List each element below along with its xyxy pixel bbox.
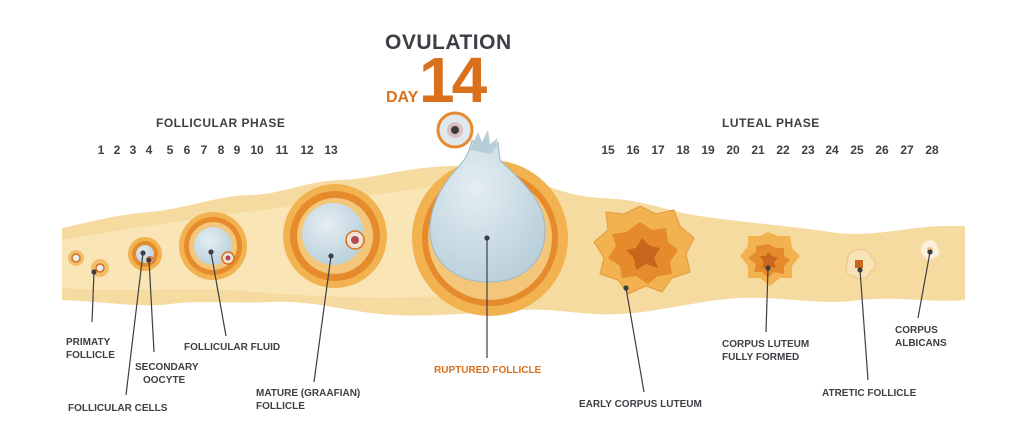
- ruptured-follicle: [412, 111, 568, 316]
- label-ruptured-follicle: RUPTURED FOLLICLE: [434, 365, 542, 376]
- day-word: DAY: [386, 89, 419, 106]
- label-corpus-luteum-formed: CORPUS LUTEUM FULLY FORMED: [722, 338, 809, 364]
- luteal-day-24: 24: [825, 143, 839, 157]
- follicular-day-7: 7: [200, 143, 208, 157]
- follicular-day-4: 4: [145, 143, 153, 157]
- label-corpus-albicans: CORPUS ALBICANS: [895, 324, 947, 350]
- follicular-day-6: 6: [183, 143, 191, 157]
- follicular-day-10: 10: [250, 143, 264, 157]
- corpus-luteum-fully-formed: [740, 232, 800, 286]
- luteal-day-17: 17: [651, 143, 665, 157]
- luteal-day-28: 28: [925, 143, 939, 157]
- follicular-day-3: 3: [129, 143, 137, 157]
- label-line: FOLLICLE: [256, 401, 305, 412]
- mature-graafian-follicle: [283, 184, 387, 288]
- label-line: FOLLICLE: [66, 350, 115, 361]
- follicular-day-11: 11: [275, 143, 289, 157]
- luteal-day-22: 22: [776, 143, 790, 157]
- follicular-day-12: 12: [300, 143, 314, 157]
- luteal-day-25: 25: [850, 143, 864, 157]
- luteal-phase-heading: LUTEAL PHASE: [722, 116, 820, 130]
- ovulation-title: OVULATION: [385, 31, 512, 54]
- luteal-day-15: 15: [601, 143, 615, 157]
- ovulation-day-number: 14: [419, 44, 487, 116]
- label-early-corpus-luteum: EARLY CORPUS LUTEUM: [579, 399, 702, 410]
- early-corpus-luteum: [593, 205, 695, 295]
- atretic-follicle: [845, 249, 877, 280]
- follicular-day-8: 8: [217, 143, 225, 157]
- label-line: OOCYTE: [143, 375, 186, 386]
- follicular-day-9: 9: [233, 143, 241, 157]
- label-line: CORPUS LUTEUM: [722, 339, 810, 350]
- label-follicular-cells: FOLLICULAR CELLS: [68, 403, 168, 414]
- label-line: SECONDARY: [135, 362, 199, 373]
- luteal-day-18: 18: [676, 143, 690, 157]
- luteal-day-16: 16: [626, 143, 640, 157]
- label-follicular-fluid: FOLLICULAR FLUID: [184, 342, 281, 353]
- follicular-day-13: 13: [324, 143, 338, 157]
- label-primary-follicle: PRIMATY FOLLICLE: [66, 336, 115, 362]
- follicle-with-fluid: [179, 212, 247, 280]
- label-line: ALBICANS: [895, 338, 947, 349]
- label-atretic-follicle: ATRETIC FOLLICLE: [822, 388, 917, 399]
- follicular-phase-heading: FOLLICULAR PHASE: [156, 116, 286, 130]
- luteal-day-27: 27: [900, 143, 914, 157]
- label-line: CORPUS: [895, 325, 938, 336]
- label-mature-follicle: MATURE (GRAAFIAN) FOLLICLE: [256, 387, 360, 413]
- follicular-day-5: 5: [166, 143, 174, 157]
- follicular-day-2: 2: [113, 143, 121, 157]
- luteal-day-21: 21: [751, 143, 765, 157]
- label-line: PRIMATY: [66, 337, 111, 348]
- pointer-lines: [91, 235, 933, 396]
- label-line: MATURE (GRAAFIAN): [256, 388, 361, 399]
- follicular-day-1: 1: [97, 143, 105, 157]
- luteal-day-23: 23: [801, 143, 815, 157]
- luteal-day-19: 19: [701, 143, 715, 157]
- luteal-day-26: 26: [875, 143, 889, 157]
- label-secondary-oocyte: SECONDARY OOCYTE: [135, 361, 199, 387]
- label-line: FULLY FORMED: [722, 352, 800, 363]
- luteal-day-20: 20: [726, 143, 740, 157]
